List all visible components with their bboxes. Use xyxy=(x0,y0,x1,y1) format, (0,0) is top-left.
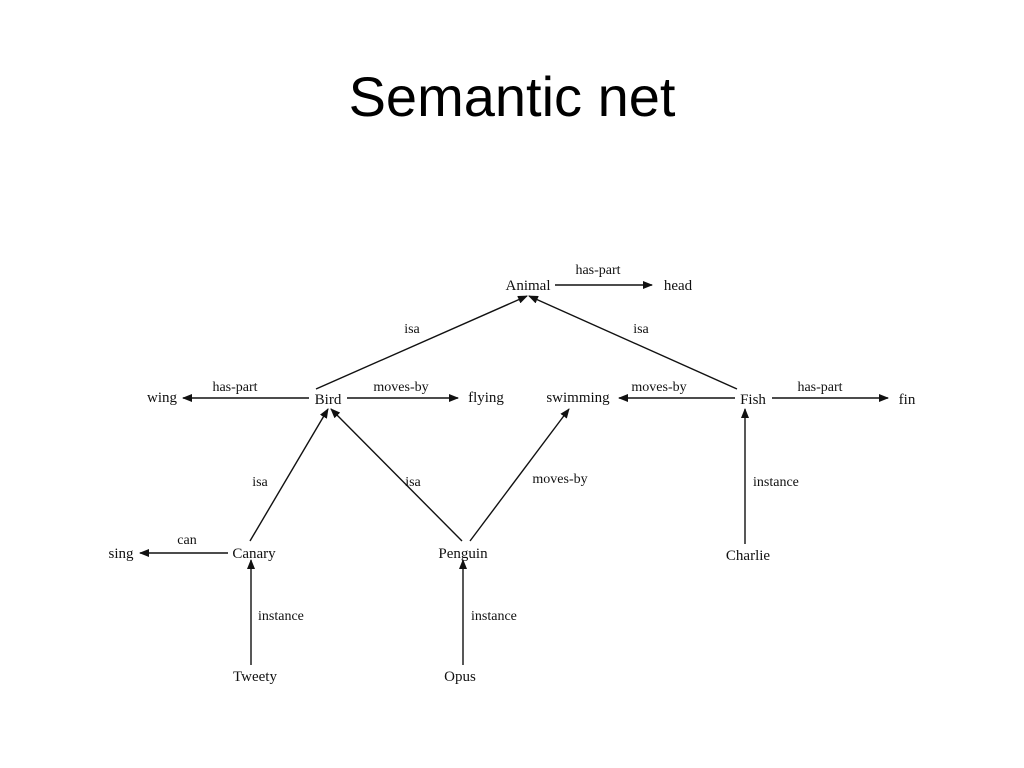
edge-penguin-swimming xyxy=(469,408,570,542)
edge-label: instance xyxy=(753,475,799,490)
node-head: head xyxy=(664,278,693,294)
edge-label: has-part xyxy=(797,380,842,395)
edge-label: instance xyxy=(258,609,304,624)
edge-canary-bird xyxy=(249,408,329,542)
node-canary: Canary xyxy=(232,546,276,562)
edge-label: isa xyxy=(633,322,649,337)
edge-label: moves-by xyxy=(532,472,587,487)
node-bird: Bird xyxy=(315,392,342,408)
edge-label: moves-by xyxy=(631,380,686,395)
edge-label: isa xyxy=(252,475,268,490)
node-fin: fin xyxy=(899,392,916,408)
edge-label: instance xyxy=(471,609,517,624)
edge-label: moves-by xyxy=(373,380,428,395)
node-animal: Animal xyxy=(506,278,551,294)
node-wing: wing xyxy=(147,390,178,406)
edge-penguin-bird xyxy=(330,408,463,542)
node-swimming: swimming xyxy=(546,390,610,406)
edge-label: can xyxy=(177,533,196,548)
slide-title: Semantic net xyxy=(348,65,676,128)
node-charlie: Charlie xyxy=(726,548,770,564)
edge-label: has-part xyxy=(575,263,620,278)
edge-label: has-part xyxy=(212,380,257,395)
node-opus: Opus xyxy=(444,669,476,685)
node-penguin: Penguin xyxy=(438,546,488,562)
edge-label: isa xyxy=(404,322,420,337)
edge-bird-animal xyxy=(315,295,528,390)
node-fish: Fish xyxy=(740,392,766,408)
edge-label: isa xyxy=(405,475,421,490)
node-flying: flying xyxy=(468,390,504,406)
node-tweety: Tweety xyxy=(233,669,277,685)
node-sing: sing xyxy=(108,546,134,562)
edge-fish-animal xyxy=(528,295,738,390)
